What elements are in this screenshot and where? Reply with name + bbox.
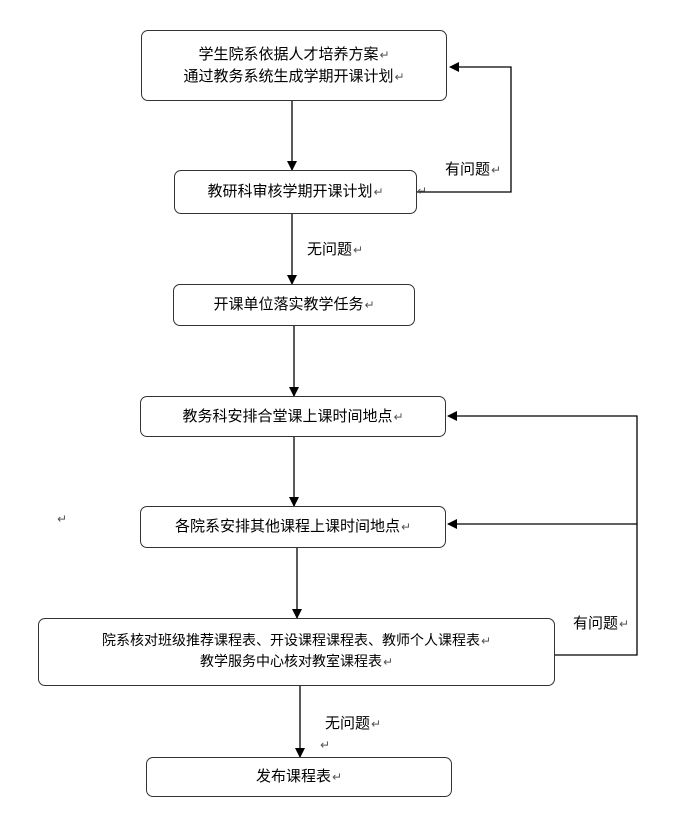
paragraph-mark-icon: ↵ [382, 655, 394, 669]
paragraph-mark-icon: ↵ [373, 185, 384, 199]
paragraph-mark-icon: ↵ [619, 617, 630, 631]
step-schedule-combined-classes: 教务科安排合堂课上课时间地点↵ [140, 396, 446, 437]
paragraph-mark-icon: ↵ [331, 770, 343, 784]
step-generate-plan: 学生院系依据人才培养方案↵ 通过教务系统生成学期开课计划↵ [141, 30, 447, 101]
step-schedule-combined-classes-line-1: 教务科安排合堂课上课时间地点↵ [182, 406, 404, 425]
paragraph-mark-icon: ↵ [480, 634, 492, 648]
paragraph-mark-icon: ↵ [371, 717, 382, 731]
step-generate-plan-line-2: 通过教务系统生成学期开课计划↵ [183, 66, 405, 85]
paragraph-mark-icon: ↵ [320, 738, 331, 752]
paragraph-mark-icon: ↵ [417, 184, 428, 198]
edge-label-review-has-issue: 有问题↵ [445, 160, 502, 178]
step-generate-plan-line-1: 学生院系依据人才培养方案↵ [198, 44, 390, 63]
step-publish-timetable-line-1: 发布课程表↵ [255, 767, 343, 785]
paragraph-mark-icon: ↵ [379, 47, 390, 62]
feedback-loop-check [447, 411, 638, 656]
step-verify-timetables-line-1: 院系核对班级推荐课程表、开设课程课程表、教师个人课程表↵ [101, 633, 492, 649]
paragraph-mark-icon: ↵ [491, 163, 502, 177]
feedback-loop-review [417, 62, 512, 193]
paragraph-mark-icon: ↵ [353, 243, 364, 257]
paragraph-mark-icon: ↵ [400, 520, 412, 534]
step-publish-timetable: 发布课程表↵ [146, 757, 452, 797]
step-assign-tasks: 开课单位落实教学任务↵ [173, 284, 415, 326]
step-assign-tasks-line-1: 开课单位落实教学任务↵ [213, 295, 375, 313]
step-verify-timetables: 院系核对班级推荐课程表、开设课程课程表、教师个人课程表↵ 教学服务中心核对教室课… [38, 618, 555, 686]
paragraph-mark-icon: ↵ [393, 409, 404, 424]
edge-label-check-no-issue: 无问题↵ [325, 714, 382, 732]
paragraph-mark-icon: ↵ [394, 69, 405, 84]
step-schedule-other-courses: 各院系安排其他课程上课时间地点↵ [140, 506, 446, 548]
step-schedule-other-courses-line-1: 各院系安排其他课程上课时间地点↵ [174, 517, 412, 535]
paragraph-mark-icon: ↵ [364, 298, 375, 312]
edge-label-review-no-issue: 无问题↵ [307, 240, 364, 258]
step-verify-timetables-line-2: 教学服务中心核对教室课程表↵ [199, 654, 394, 670]
paragraph-mark-icon: ↵ [57, 512, 68, 526]
step-review-plan: 教研科审核学期开课计划↵ [174, 170, 417, 214]
step-review-plan-line-1: 教研科审核学期开课计划↵ [207, 182, 384, 200]
edge-label-check-has-issue: 有问题↵ [573, 614, 630, 632]
